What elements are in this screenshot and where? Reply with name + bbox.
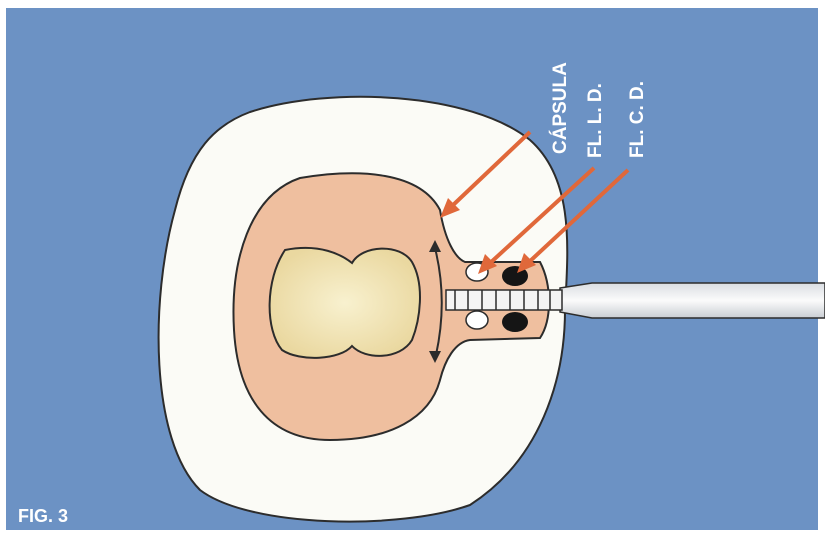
figure-label: FIG. 3: [18, 506, 68, 526]
label-fl-cd: FL. C. D.: [627, 81, 648, 158]
label-capsula: CÁPSULA: [549, 62, 571, 154]
nucleus: [270, 248, 420, 358]
label-fl-ld: FL. L. D.: [585, 83, 606, 158]
fl-ld-white-dot-bottom: [466, 311, 488, 329]
fl-cd-black-dot-bottom: [502, 312, 528, 332]
instrument-tip: [446, 290, 562, 310]
instrument-shaft: [560, 283, 825, 318]
